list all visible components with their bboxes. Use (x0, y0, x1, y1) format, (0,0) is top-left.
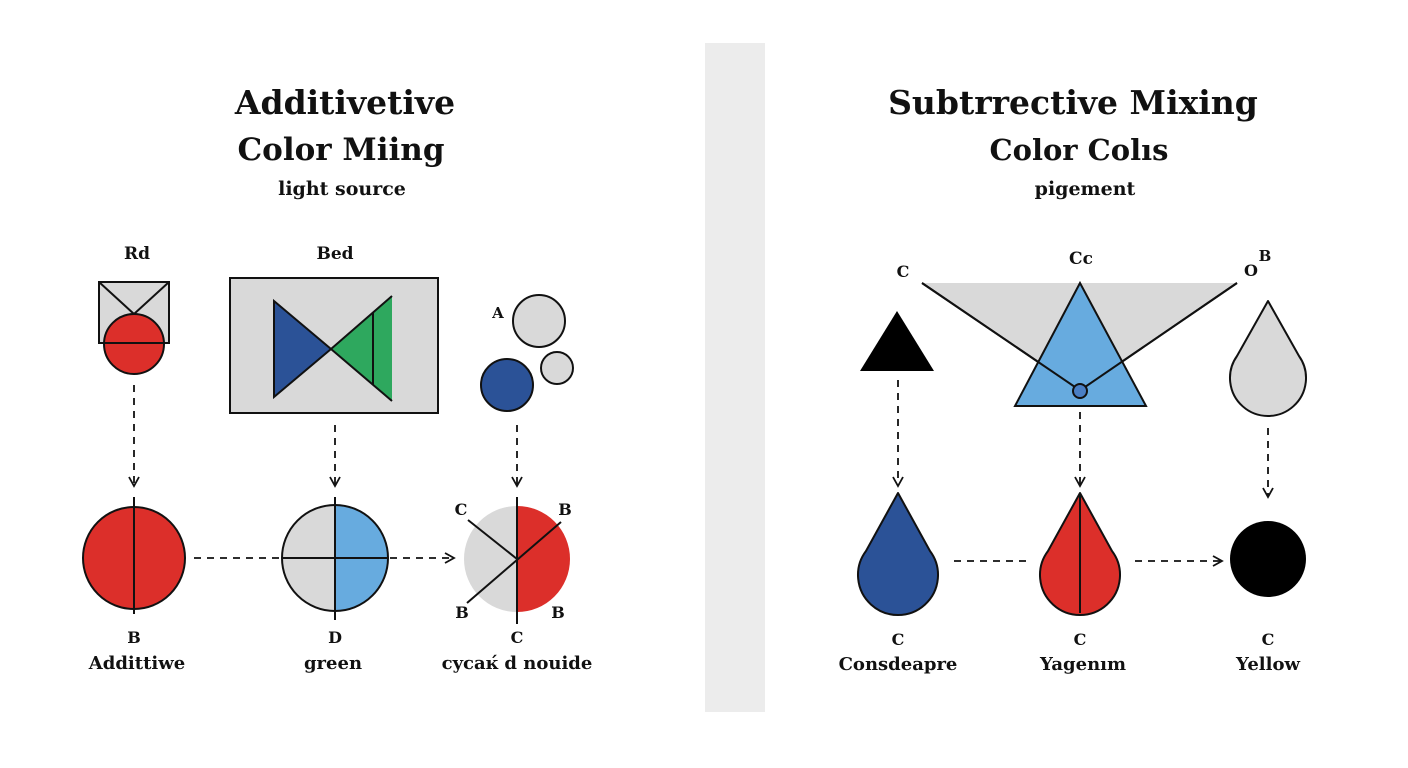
mix-label-top-left: C (455, 500, 468, 519)
label-c-left: C (897, 262, 910, 281)
label-cc: Cc (1069, 249, 1093, 269)
label-o: O (1244, 261, 1258, 280)
subtractive-title-line2: Color Colıs (990, 133, 1169, 167)
additive-letter-3: C (511, 628, 524, 647)
subtractive-caption-3: Yellow (1235, 654, 1300, 675)
subtractive-caption-2: Yagenım (1039, 654, 1126, 675)
envelope-red-source-icon (98, 281, 170, 375)
subtractive-section: Subtrrective Mixing Color Colıs pigement… (839, 83, 1307, 675)
additive-title-line1: Additivetive (234, 83, 455, 122)
subtractive-subtitle: pigement (1035, 178, 1136, 200)
additive-caption-3: cycaĸ́ d nouide (442, 653, 593, 674)
subtractive-letter-3: C (1262, 630, 1275, 649)
red-drop-icon (1039, 492, 1121, 616)
additive-section: Additivetive Color Miing light source Rd… (82, 83, 593, 674)
subtractive-title-line1: Subtrrective Mixing (888, 83, 1258, 122)
bubbles-icon (480, 294, 574, 412)
additive-caption-2: green (304, 653, 362, 674)
subtractive-caption-1: Consdeapre (839, 654, 958, 675)
bowtie-light-source-icon (229, 277, 439, 414)
additive-letter-1: B (127, 628, 141, 647)
subtractive-letter-2: C (1074, 630, 1087, 649)
mix-label-top-right: B (558, 500, 572, 519)
gray-drop-icon (1229, 300, 1307, 417)
additive-caption-1: Addittiwe (88, 653, 185, 674)
label-a: A (491, 304, 504, 322)
blue-drop-icon (857, 492, 939, 616)
subtractive-letter-1: C (892, 630, 905, 649)
additive-title-line2: Color Miing (237, 132, 444, 168)
center-divider (705, 43, 765, 712)
additive-subtitle: light source (278, 178, 406, 200)
black-triangle-icon (860, 311, 934, 371)
label-bed: Bed (316, 244, 353, 264)
label-rd: Rd (124, 244, 150, 264)
blue-triangle-icon (921, 280, 1238, 407)
mix-label-bottom-right: B (551, 603, 565, 622)
additive-letter-2: D (328, 628, 342, 647)
black-circle-result (1230, 521, 1306, 597)
red-circle-result (82, 497, 186, 614)
mix-label-bottom-left: B (455, 603, 469, 622)
label-b-superscript: B (1259, 247, 1272, 265)
gray-blue-circle-result (281, 497, 389, 620)
mixed-circle-result (464, 497, 570, 624)
